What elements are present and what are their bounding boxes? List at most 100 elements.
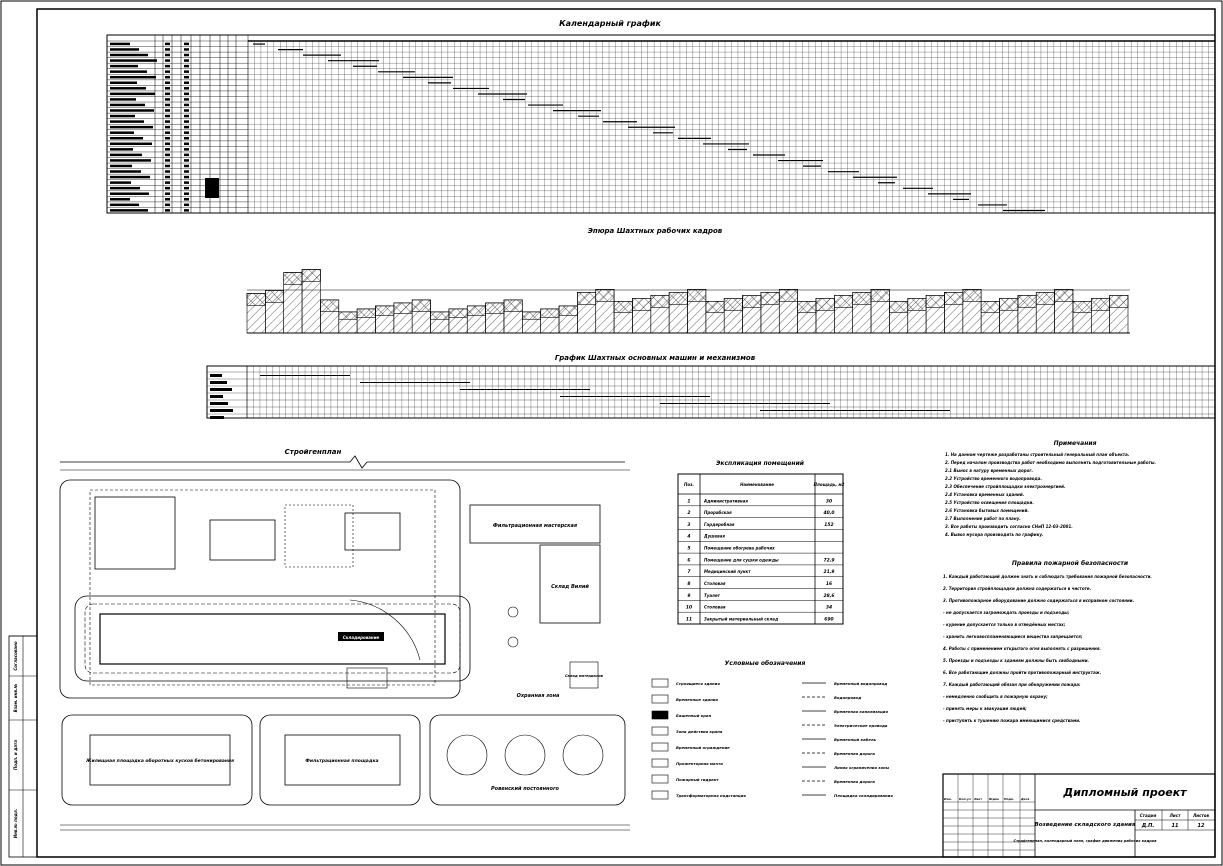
calendar-task-bars [253, 43, 1045, 212]
workers-bar-top [962, 289, 982, 302]
explication-name: Туалет [704, 593, 721, 598]
safety-line: - курение допускается только в отведённы… [943, 622, 1066, 627]
workers-bar-top [320, 299, 340, 312]
workers-bar-top [852, 292, 872, 305]
calendar-task-name [110, 53, 148, 57]
explication-area: 152 [824, 522, 833, 528]
calendar-task-value [184, 109, 189, 112]
machines-title: График Шахтных основных машин и механизм… [555, 354, 756, 362]
note-line: 1. На данном чертеже разработаны строите… [945, 452, 1130, 457]
legend-label-left: Пожарный гидрант [676, 777, 719, 782]
calendar-task-name [110, 81, 137, 84]
calendar-task-value [184, 203, 189, 207]
calendar-task-name [110, 192, 149, 195]
workers-bar-top [522, 311, 541, 320]
title-block-head-cell: Изм. [944, 797, 952, 801]
workers-bar-top [999, 298, 1019, 311]
calendar-task-value [165, 103, 170, 107]
legend-title: Условные обозначения [725, 660, 806, 667]
safety-line: 6. Все работающие должны пройти противоп… [943, 670, 1102, 675]
calendar-task-value [184, 170, 189, 173]
note-line: 2.7 Выполнение работ по плану. [945, 516, 1021, 521]
workers-bar-top [577, 292, 597, 305]
workers-bar-top [246, 293, 266, 306]
legend-label-right: Временная канализация [834, 709, 888, 714]
calendar-task-value [165, 164, 170, 168]
crane-label: Складирование [343, 635, 380, 640]
calendar-task-value [165, 131, 170, 134]
calendar-task-name [110, 131, 134, 134]
calendar-task-value [184, 64, 189, 68]
explication-pos: 10 [686, 605, 692, 611]
calendar-task-value [184, 153, 189, 157]
calendar-task-name [110, 48, 139, 51]
workers-bar-top [980, 301, 1000, 313]
workers-bar-top [1072, 301, 1092, 313]
calendar-task-name [110, 198, 130, 201]
calendar-task-value [165, 114, 170, 118]
explication-name: Помещение обогрева рабочих [704, 546, 775, 551]
calendar-task-value [184, 87, 189, 90]
calendar-task-value [184, 114, 189, 118]
explication-pos: 9 [687, 593, 690, 599]
calendar-task-value [184, 131, 189, 134]
legend-label-left: Башенный кран [676, 713, 712, 718]
explication-pos: 4 [687, 534, 690, 540]
explication-area: 72,9 [823, 557, 834, 563]
calendar-task-value [165, 192, 170, 195]
calendar-task-value [165, 59, 170, 62]
title-sheets: 12 [1198, 823, 1205, 829]
safety-line: - не допускается загромождать проезды и … [943, 610, 1070, 615]
workers-bar-top [870, 289, 890, 302]
calendar-task-value [165, 53, 170, 57]
workers-bar-top [834, 295, 853, 308]
machines-name [210, 416, 224, 419]
machines-chart [206, 365, 1216, 419]
workers-bar-top [1054, 289, 1074, 302]
explication-name: Душевая [703, 534, 725, 539]
calendar-task-name [110, 159, 151, 162]
calendar-task-name [110, 153, 142, 157]
explication-pos: 7 [687, 569, 691, 575]
workers-bar-top [650, 295, 670, 308]
calendar-task-value [184, 120, 189, 123]
calendar-task-value [165, 87, 170, 90]
workers-bar-top [705, 301, 725, 313]
calendar-task-name [110, 142, 152, 146]
workers-bar-top [944, 292, 964, 305]
calendar-task-value [165, 203, 170, 207]
building-5-label: Ровенский постоянного [491, 786, 560, 792]
side-stamp-label: Согласовано [13, 641, 18, 671]
legend-label-right: Линия ограничения зоны [833, 765, 890, 770]
calendar-task-name [110, 64, 138, 68]
legend-label-right: Временная дорога [834, 751, 875, 756]
calendar-task-value [184, 198, 189, 201]
explication-pos: 5 [687, 546, 690, 552]
machines-grid [206, 365, 1216, 419]
machines-name [210, 381, 227, 384]
calendar-task-value [184, 53, 189, 57]
title-block-head-cell: Лист [973, 797, 982, 801]
calendar-task-name [110, 98, 136, 101]
workers-title: Эпюра Шахтных рабочих кадров [588, 227, 723, 235]
calendar-task-value [165, 81, 170, 84]
calendar-task-value [165, 136, 170, 140]
building-3-label: Жилищная площадка оборотных кусков бетон… [85, 757, 234, 764]
calendar-task-value [165, 125, 170, 129]
calendar-task-value [165, 170, 170, 173]
legend-label-right: Водопровод [834, 695, 861, 700]
calendar-task-name [110, 120, 144, 123]
explication-name: Столовая [704, 581, 726, 586]
calendar-task-value [165, 109, 170, 112]
legend-label-right: Электрические провода [834, 723, 888, 728]
calendar-task-value [184, 125, 189, 129]
calendar-task-value [184, 148, 189, 151]
calendar-task-value [165, 70, 170, 73]
calendar-task-value [165, 198, 170, 201]
calendar-task-name [110, 186, 140, 190]
calendar-task-name [110, 70, 147, 73]
legend-label-left: Трансформаторная подстанция [676, 793, 746, 798]
site-plan: Стройгенплан Фильтрационная мастерская С… [59, 448, 630, 831]
workers-bar-top [503, 299, 523, 312]
calendar-task-name [110, 87, 146, 90]
